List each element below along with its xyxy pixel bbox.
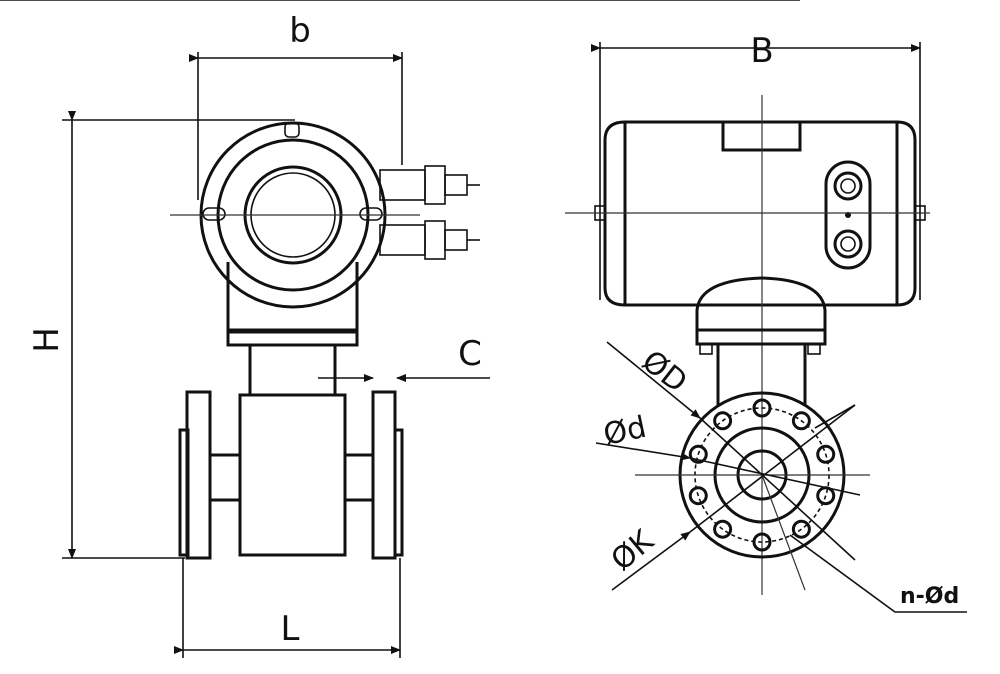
bolt-hole [791,411,811,431]
side-view: B ØD Ød ØK n-Ød [0,0,967,613]
dimension-B: B [591,31,921,300]
label-diameter-K: ØK [605,523,662,578]
sensor-body [238,393,347,557]
dimension-h: H [27,111,295,559]
bolt-hole [688,486,708,506]
flange-left [185,390,212,560]
flange-right [371,390,397,560]
label-h: H [27,327,67,353]
bolt-hole [752,398,772,418]
gasket-left [178,428,190,557]
bolt-hole [752,532,772,552]
label-diameter-D: ØD [635,344,693,400]
bolt-hole [713,411,733,431]
gasket-right [393,428,404,557]
dome-and-neck [695,276,827,405]
bolt-hole [816,444,836,464]
dimension-l: L [174,558,401,658]
front-view: b H C L [27,11,490,658]
flange-face [635,391,870,591]
neck [248,343,337,397]
cable-glands [379,165,480,260]
dimension-b: b [189,11,403,200]
bolt-hole [713,519,733,539]
converter-head [170,121,420,334]
pipe-stub-left [208,453,242,502]
label-b: b [289,11,311,51]
label-c: C [458,334,482,374]
dimension-c: C [318,334,490,382]
bolt-hole [791,519,811,539]
label-bolt-holes: n-Ød [900,584,959,609]
terminal-plate [824,160,872,270]
label-diameter-d: Ød [600,410,649,453]
pipe-stub-right [343,453,375,502]
label-B: B [750,31,773,71]
label-l: L [281,609,300,649]
